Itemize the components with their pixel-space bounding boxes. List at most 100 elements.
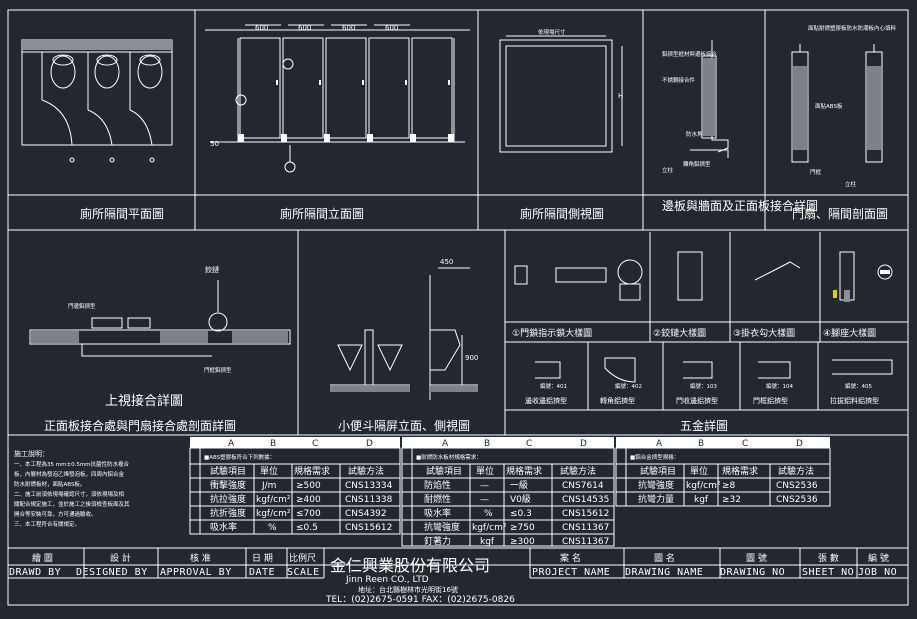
hinge-label: 鉸鏈	[205, 265, 219, 274]
t3-title: ■鋁合金擠型規格：	[630, 453, 679, 461]
t3-h4: 試驗方法	[778, 465, 814, 477]
sheet-frame	[7, 9, 909, 606]
t3-r2c2: kgf	[694, 495, 709, 505]
caption-door-section: 門扇、隔間剖面圖	[792, 206, 888, 221]
t2-h2: 單位	[476, 465, 494, 477]
t1-title: ■ABS塑膠板符合下列數據：	[204, 453, 275, 461]
profile-num-3: 編號：103	[690, 382, 717, 390]
tb-drawing-no-zh: 圖 號	[746, 552, 767, 564]
caption-urinal: 小便斗隔屏立面、側視圖	[338, 418, 470, 433]
t1-col-c: C	[312, 439, 318, 449]
t2-h1: 試驗項目	[426, 465, 462, 477]
t3-r1c4: CNS2536	[776, 481, 818, 491]
hardware-grid	[505, 232, 908, 411]
t2-r3c2: %	[484, 509, 493, 519]
t1-r3c1: 抗折強度	[210, 507, 246, 519]
profile-label-4: 門框鋁擠型	[753, 396, 788, 405]
t1-r2c3: ≥400	[296, 495, 321, 505]
hw-title-3: ③掛衣勾大樣圖	[733, 327, 795, 339]
profile-num-2: 編號：402	[615, 382, 642, 390]
notes-line-7: 三、本工程符合有關規定。	[14, 520, 80, 528]
t1-h3: 規格需求	[294, 465, 330, 477]
notes-title: 施工說明：	[14, 449, 49, 458]
t2-col-d: D	[580, 439, 587, 449]
t3-h1: 試驗項目	[640, 465, 676, 477]
notes-line-3: 防水耐燃板材，面貼ABS板。	[14, 480, 85, 488]
company-address: 地址：台北縣樹林市光明街16號	[358, 585, 458, 594]
t1-r4c2: %	[268, 523, 277, 533]
tb-job-en: JOB NO	[858, 567, 897, 578]
tb-drawn-en: DRAWD BY	[9, 567, 61, 578]
t2-title: ■耐燃防水板材規格需求：	[416, 453, 482, 461]
caption-elevation: 廁所隔間立面圖	[280, 206, 364, 221]
t2-h3: 規格需求	[506, 465, 542, 477]
tb-project-en: PROJECT NAME	[532, 567, 610, 578]
t3-r1c3: ≥8	[722, 481, 736, 491]
t1-col-b: B	[270, 439, 276, 449]
tb-design-en: DESIGNED BY	[76, 567, 148, 578]
t2-r1c2: —	[480, 481, 489, 491]
t1-r3c3: ≤700	[296, 509, 321, 519]
foot-base-label: 立柱	[845, 180, 857, 188]
edge-label-c: 防水角	[686, 130, 703, 138]
caption-plan: 廁所隔間平面圖	[80, 206, 164, 221]
hardware-icons	[833, 270, 890, 302]
t1-col-a: A	[228, 439, 235, 449]
top-joint-drawing	[29, 280, 291, 357]
t2-r1c4: CNS7614	[562, 481, 604, 491]
t2-r5c3: ≥300	[510, 537, 535, 547]
caption-edge-detail: 邊板與牆面及正面板接合詳圖	[662, 198, 818, 213]
t1-r4c1: 吸水率	[210, 521, 237, 533]
notes-line-6: 開合等安裝可靠，方可通過驗收。	[14, 510, 97, 518]
tb-approval-en: APPROVAL BY	[160, 567, 232, 578]
caption-side: 廁所隔間側視圖	[520, 206, 604, 221]
t1-r4c3: ≤0.5	[296, 523, 318, 533]
dim-offset: 50	[210, 140, 219, 148]
door-profile-label: 門邊鋁擠型	[68, 302, 96, 310]
profile-label-1: 邊收邊鋁擠型	[525, 396, 567, 405]
tb-date-zh: 日 期	[252, 553, 273, 564]
t3-h2: 單位	[690, 465, 708, 477]
tb-drawing-zh: 圖 名	[654, 552, 675, 564]
t2-r5c1: 釘著力	[424, 535, 451, 547]
dim-450: 450	[440, 258, 453, 266]
notes-line-5: 關配合規定施工，並於施工之後須檢查板面及其	[14, 500, 130, 508]
t2-r5c2: kgf	[480, 537, 495, 547]
t1-h4: 試驗方法	[348, 465, 384, 477]
t2-r3c3: ≤0.3	[510, 509, 532, 519]
tb-approval-zh: 核 准	[190, 552, 211, 564]
door-section-drawing	[791, 44, 883, 163]
t1-r1c1: 衝擊強度	[210, 479, 246, 491]
t2-r3c1: 吸水率	[424, 507, 451, 519]
edge-detail-hatch	[703, 58, 715, 136]
company-name-zh: 金仁興業股份有限公司	[330, 556, 490, 575]
t2-r4c1: 抗彎強度	[424, 521, 460, 533]
notes-line-4: 二、施工前須依現場確認尺寸，須依現場及相	[14, 490, 125, 498]
profile-num-1: 編號：401	[540, 382, 567, 390]
spec-table-3	[615, 437, 831, 507]
t1-h1: 試驗項目	[210, 465, 246, 477]
t1-r4c4: CNS15612	[345, 523, 392, 533]
tb-scale-zh: 比例尺	[289, 552, 316, 564]
t2-r2c2: —	[480, 495, 489, 505]
t3-col-d: D	[796, 439, 803, 449]
t1-r2c4: CNS11338	[345, 495, 393, 505]
t2-r2c1: 耐燃性	[424, 493, 451, 505]
t3-col-a: A	[656, 439, 663, 449]
plan-hatch	[22, 40, 172, 50]
t2-col-c: C	[526, 439, 532, 449]
dim-900: 900	[465, 354, 478, 362]
hw-title-1: ①門鎖指示鎖大樣圖	[512, 327, 592, 339]
tb-scale-en: SCALE	[287, 567, 320, 578]
t2-r4c4: CNS11367	[562, 523, 609, 533]
plan-view-drawing	[21, 39, 173, 163]
elevation-hardware	[238, 80, 454, 142]
spec-table-1	[189, 437, 401, 535]
profile-num-5: 編號：405	[845, 382, 872, 390]
dim-600-4: 600	[385, 24, 398, 32]
t2-r1c1: 防焰性	[424, 479, 451, 491]
tb-job-zh: 編 號	[868, 552, 889, 564]
hw-title-2: ②鉸鏈大樣圖	[653, 327, 706, 339]
notes-line-2: 板，內層材為發泡乙烯發泡板，四周內鋁合金	[14, 470, 125, 478]
